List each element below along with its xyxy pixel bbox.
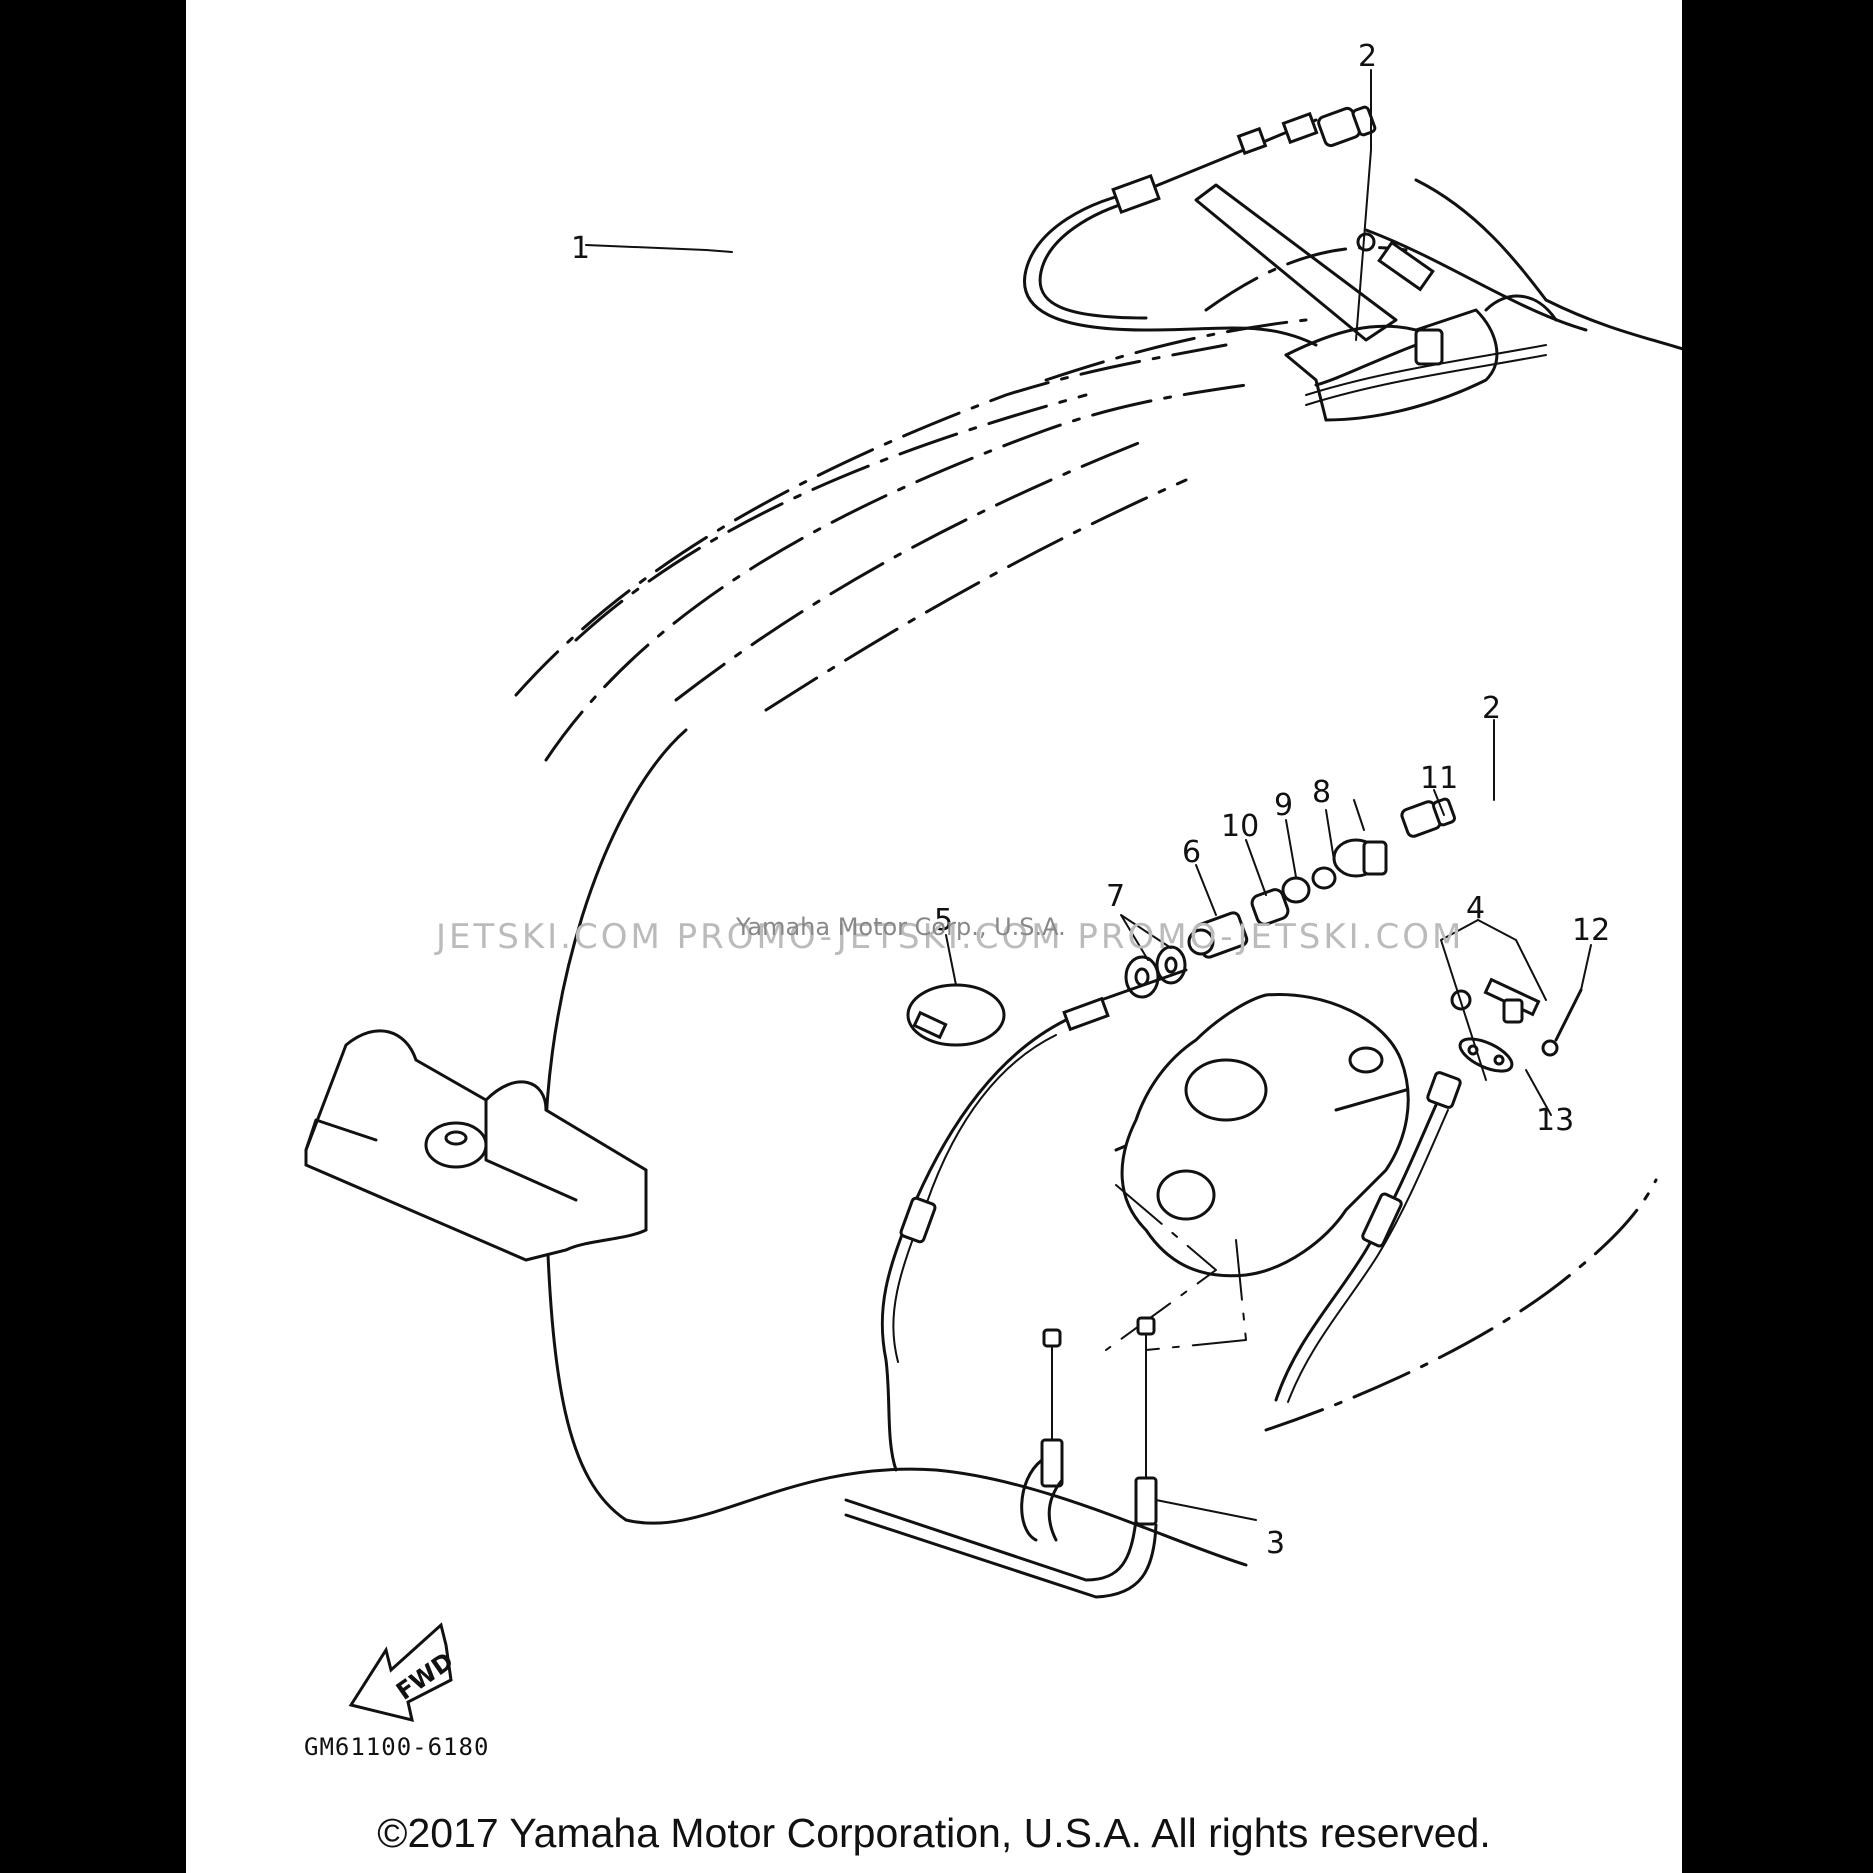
callout-10: 10 [1221,809,1259,844]
nut-11 [1332,838,1388,878]
callout-13: 13 [1536,1103,1574,1138]
joint-6 [1187,911,1249,959]
callout-5: 5 [934,903,953,938]
fwd-arrow: FWD [348,1622,459,1723]
diagram-sheet: 1 2 2 11 8 9 10 6 7 5 4 12 13 3 FWD GM61… [186,0,1682,1873]
callout-3: 3 [1266,1526,1285,1561]
hull-block [304,1029,648,1262]
callout-7: 7 [1106,879,1125,914]
hull-outline [514,178,1682,1567]
jet-pump [1120,992,1410,1278]
callout-4: 4 [1466,891,1485,926]
washer-9 [1281,876,1311,904]
band-5 [906,983,1006,1047]
cable-lower-right [1274,1071,1462,1403]
copyright-notice: ©2017 Yamaha Motor Corporation, U.S.A. A… [377,1810,1491,1856]
washers-7 [1124,945,1187,999]
cable-lower-left [880,968,1188,1472]
bracket-parts [1314,232,1444,387]
callout-8: 8 [1312,775,1331,810]
steering-column [1194,183,1558,422]
callout-11: 11 [1420,761,1458,796]
watermark-yamaha: Yamaha Motor Corp., U.S.A. [735,913,1066,941]
parts-4-12-13 [1450,977,1583,1073]
parts-diagram: 1 2 2 11 8 9 10 6 7 5 4 12 13 3 FWD GM61… [304,39,1682,1761]
leader-pump-right [1145,1239,1247,1351]
nut-top [1317,105,1377,148]
callout-12: 12 [1572,913,1610,948]
callout-2-mid: 2 [1482,691,1501,726]
callout-1: 1 [571,231,590,266]
callout-leaders [585,69,1592,1521]
diagram-code: GM61100-6180 [304,1733,489,1761]
callout-6: 6 [1182,835,1201,870]
washer-8 [1311,866,1337,890]
cable-upper [1023,111,1319,347]
callout-2-top: 2 [1358,39,1377,74]
watermark-text: JETSKI.COM PROMO-JETSKI.COM PROMO-JETSKI… [434,917,1464,957]
callout-9: 9 [1274,788,1293,823]
nut-mid [1400,797,1456,838]
hose-fittings-3 [844,1316,1158,1599]
